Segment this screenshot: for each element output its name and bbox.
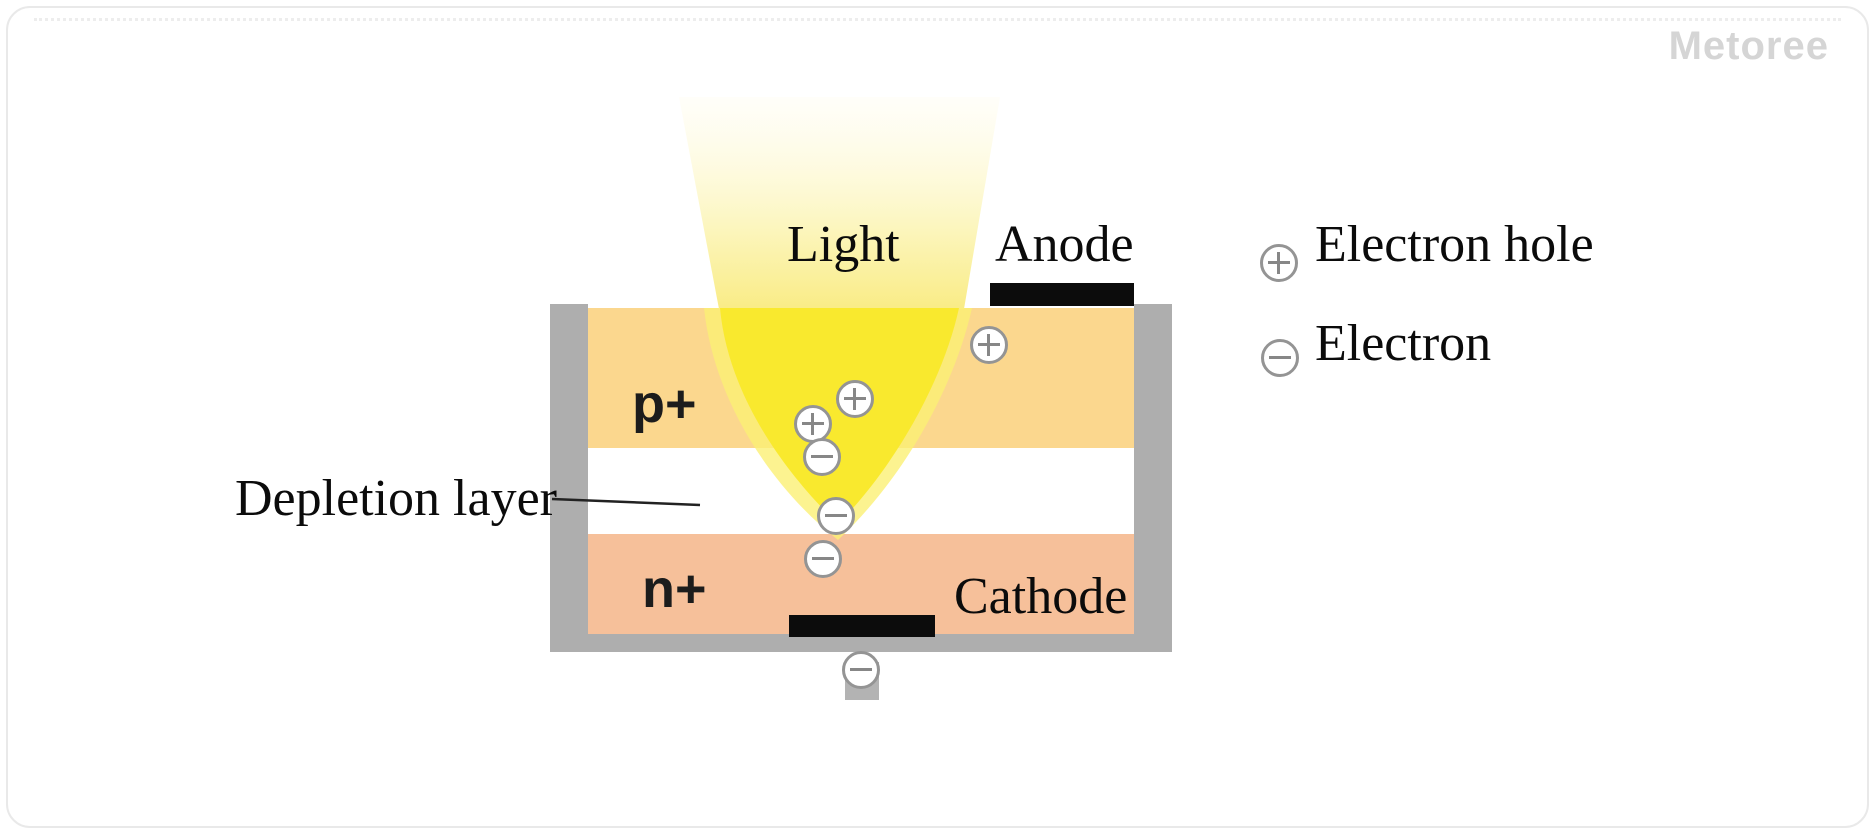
case-wall-bottom: [550, 634, 1172, 652]
p-region-label: p+: [632, 374, 697, 434]
electron-icon: [1261, 339, 1299, 377]
n-region-label: n+: [642, 559, 707, 619]
legend-electron-label: Electron: [1315, 315, 1492, 372]
light-label: Light: [787, 216, 900, 273]
cathode-lead-stub: [845, 662, 879, 700]
anode-label: Anode: [995, 216, 1134, 273]
case-wall-left: [550, 304, 588, 652]
cathode-electrode-bar: [789, 615, 935, 637]
light-beam-upper: [679, 97, 1000, 309]
minus-stroke: [1269, 356, 1291, 359]
depletion-layer: [588, 448, 1134, 534]
electron-hole-icon: [1260, 244, 1298, 282]
metoree-watermark: Metoree: [1668, 24, 1829, 68]
plus-vertical-stroke: [1277, 252, 1280, 274]
cathode-label: Cathode: [954, 568, 1128, 625]
depletion-layer-label: Depletion layer: [235, 470, 557, 527]
anode-electrode-bar: [990, 283, 1134, 306]
card-top-dotted-line: [34, 18, 1841, 21]
figure-card: Metoree: [6, 6, 1869, 828]
legend-electron-hole-label: Electron hole: [1315, 216, 1594, 273]
case-wall-right: [1134, 304, 1172, 652]
